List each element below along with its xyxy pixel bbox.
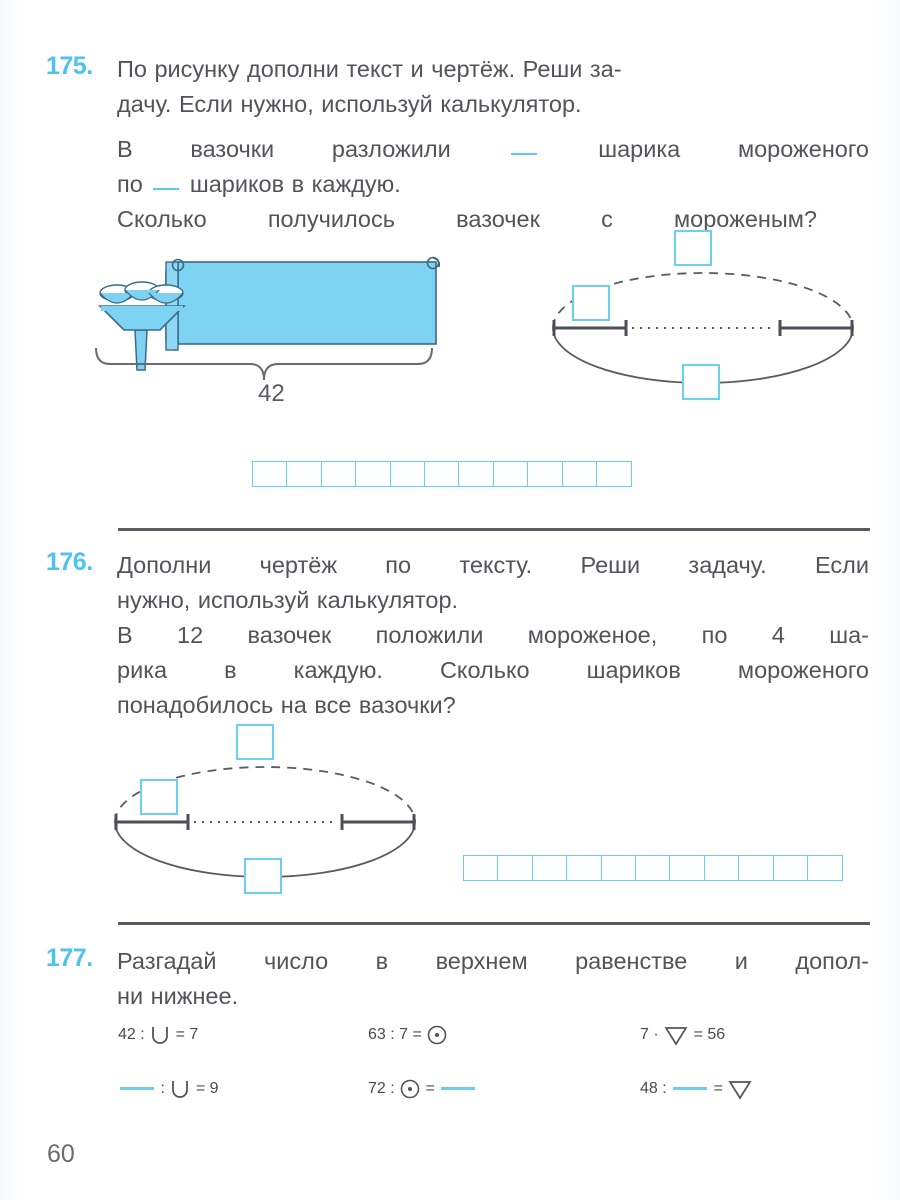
answer-cell[interactable] <box>389 461 426 487</box>
answer-blank[interactable] <box>673 1087 708 1091</box>
triangle-down-symbol-icon <box>728 1081 752 1100</box>
answer-cell[interactable] <box>807 855 844 881</box>
answer-blank[interactable] <box>441 1087 476 1091</box>
equation-text: 42 : <box>118 1026 145 1044</box>
ellipse-box-bottom[interactable] <box>682 364 720 400</box>
page-number: 60 <box>47 1140 75 1168</box>
equation-text: = 7 <box>175 1026 199 1044</box>
answer-cell[interactable] <box>561 461 598 487</box>
answer-cell[interactable] <box>772 855 809 881</box>
exercise-177-instruction: Разгадай число в верхнем равенстве и доп… <box>117 944 869 1014</box>
answer-cell[interactable] <box>286 461 323 487</box>
answer-grid-176[interactable] <box>463 855 844 881</box>
equation-text: 63 : 7 = <box>368 1026 422 1044</box>
answer-cell[interactable] <box>669 855 706 881</box>
equation-bottom-1: : = 9 <box>118 1078 219 1100</box>
equation-text: = <box>425 1080 435 1098</box>
equation-top-2: 63 : 7 = <box>368 1024 448 1046</box>
equation-bottom-3: 48 : = <box>640 1078 753 1100</box>
exercise-176-body: В 12 вазочек положили мороженое, по 4 ша… <box>117 618 869 723</box>
exercise-175-body: В вазочки разложили шарика мороженого по… <box>117 132 869 237</box>
circled-dot-symbol-icon <box>400 1079 420 1099</box>
answer-cell[interactable] <box>596 461 633 487</box>
exercise-175-instruction: По рисунку дополни текст и чертёж. Реши … <box>117 52 869 122</box>
answer-cell[interactable] <box>424 461 461 487</box>
answer-cell[interactable] <box>355 461 392 487</box>
answer-cell[interactable] <box>252 461 288 487</box>
answer-cell[interactable] <box>463 855 499 881</box>
equation-text: : <box>160 1080 165 1098</box>
equation-top-3: 7 · = 56 <box>640 1024 725 1046</box>
instruction-line: нужно, используй калькулятор. <box>117 587 459 613</box>
section-divider <box>118 922 870 925</box>
answer-cell[interactable] <box>738 855 775 881</box>
inline-blank[interactable] <box>153 188 180 190</box>
equation-text: 48 : <box>640 1080 667 1098</box>
body-line-1: В вазочки разложили шарика мороженого <box>117 136 870 162</box>
answer-cell[interactable] <box>320 461 357 487</box>
brace-label-42: 42 <box>258 380 285 407</box>
answer-cell[interactable] <box>703 855 740 881</box>
ice-cream-illustration <box>95 256 441 381</box>
answer-cell[interactable] <box>458 461 495 487</box>
answer-cell[interactable] <box>497 855 534 881</box>
answer-grid-175[interactable] <box>252 461 633 487</box>
answer-cell[interactable] <box>600 855 637 881</box>
instruction-line: дачу. Если нужно, используй калькулятор. <box>117 91 582 117</box>
equation-text: = 9 <box>195 1080 219 1098</box>
equation-bottom-2: 72 : = <box>368 1078 477 1100</box>
equation-text: 72 : <box>368 1080 395 1098</box>
answer-cell[interactable] <box>531 855 568 881</box>
section-divider <box>118 528 870 531</box>
cup-symbol-icon <box>152 1027 169 1044</box>
body-line-2: рика в каждую. Сколько шариков мороженог… <box>117 657 869 683</box>
instruction-line: По рисунку дополни текст и чертёж. Реши … <box>117 56 622 82</box>
ellipse-box-bottom[interactable] <box>244 858 282 894</box>
ellipse-scheme-176 <box>110 722 420 894</box>
triangle-down-symbol-icon <box>664 1027 688 1046</box>
answer-blank[interactable] <box>120 1087 154 1091</box>
equation-text: = <box>713 1080 723 1098</box>
answer-cell[interactable] <box>492 461 529 487</box>
ellipse-box-left[interactable] <box>140 779 178 815</box>
answer-cell[interactable] <box>527 461 564 487</box>
ellipse-graphic <box>552 272 854 384</box>
answer-cell[interactable] <box>635 855 672 881</box>
equation-text: = 56 <box>693 1026 726 1044</box>
ellipse-box-top[interactable] <box>236 724 274 760</box>
ellipse-box-left[interactable] <box>572 285 610 321</box>
exercise-number-176: 176. <box>46 548 93 576</box>
instruction-line: Дополни чертёж по тексту. Реши задачу. Е… <box>117 552 869 578</box>
inline-blank[interactable] <box>511 153 538 155</box>
ellipse-scheme-175 <box>548 228 858 400</box>
body-line-1: В 12 вазочек положили мороженое, по 4 ша… <box>117 622 869 648</box>
exercise-176-instruction: Дополни чертёж по тексту. Реши задачу. Е… <box>117 548 869 618</box>
equation-text: 7 · <box>640 1026 659 1044</box>
ellipse-box-top[interactable] <box>674 230 712 266</box>
body-line-3: Сколько получилось вазочек с мороженым? <box>117 206 817 232</box>
body-line-3: понадобилось на все вазочки? <box>117 692 456 718</box>
cup-symbol-icon <box>172 1081 189 1098</box>
exercise-number-177: 177. <box>46 944 93 972</box>
instruction-line: ни нижнее. <box>117 983 239 1009</box>
instruction-line: Разгадай число в верхнем равенстве и доп… <box>117 948 869 974</box>
exercise-number-175: 175. <box>46 52 93 80</box>
body-line-2: по шариков в каждую. <box>117 171 401 197</box>
circled-dot-symbol-icon <box>427 1025 447 1045</box>
equation-top-1: 42 : = 7 <box>118 1024 198 1046</box>
answer-cell[interactable] <box>566 855 603 881</box>
